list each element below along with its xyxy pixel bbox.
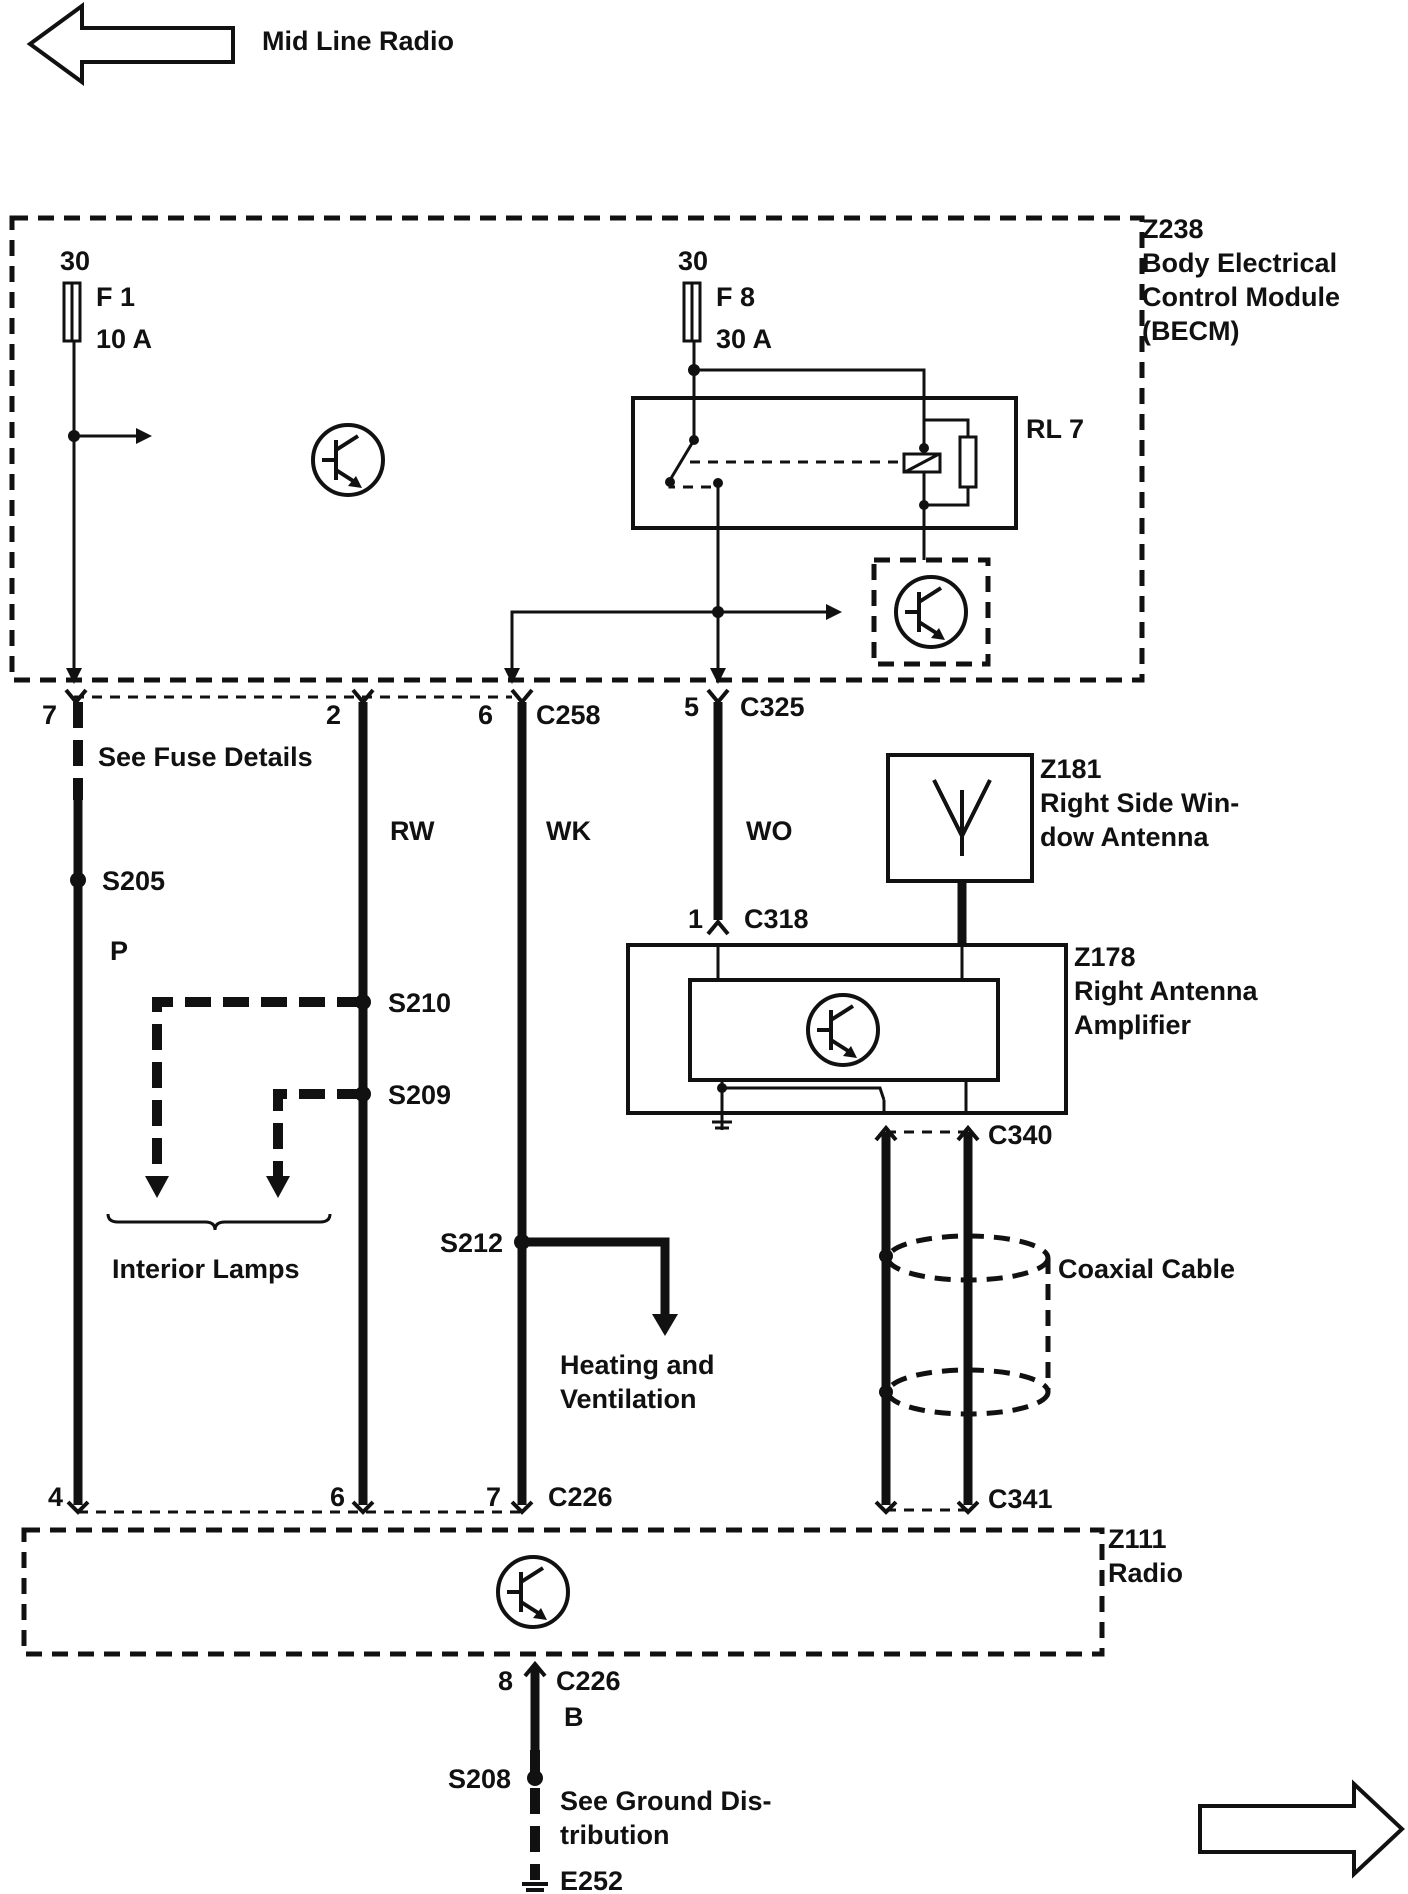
splice-s208: S208 [448, 1764, 511, 1794]
radio-pin-4: 4 [48, 1482, 63, 1512]
fuse-f1-terminal: 30 [60, 246, 90, 276]
fuse-f8-name: F 8 [716, 282, 755, 312]
page-title: Mid Line Radio [262, 26, 454, 56]
amp-pin-1: 1 [688, 904, 703, 934]
ground-icon [712, 1113, 732, 1130]
relay-rl7-box [631, 396, 1018, 530]
antenna-id: Z181 [1040, 754, 1102, 784]
next-page-arrow[interactable] [1198, 1779, 1405, 1879]
heating-label-line1: Heating and [560, 1350, 715, 1380]
connector-c341: C341 [988, 1484, 1053, 1514]
fuse-f1-name: F 1 [96, 282, 135, 312]
becm-pin-2: 2 [326, 700, 341, 730]
relay-rl7-label: RL 7 [1026, 414, 1084, 444]
previous-page-arrow[interactable] [26, 2, 235, 86]
heating-label-line2: Ventilation [560, 1384, 697, 1414]
amplifier-name-line2: Amplifier [1074, 1010, 1192, 1040]
antenna-name-line2: dow Antenna [1040, 822, 1209, 852]
radio-pin-6: 6 [330, 1482, 345, 1512]
wire-color-b: B [564, 1702, 584, 1732]
arrow-down-icon [145, 1176, 169, 1198]
interior-lamps-label: Interior Lamps [112, 1254, 300, 1284]
splice-s212: S212 [440, 1228, 503, 1258]
connector-c340: C340 [988, 1120, 1053, 1150]
arrow-down-icon [652, 1314, 678, 1336]
fuse-details-note: See Fuse Details [98, 742, 313, 772]
becm-pin-7: 7 [42, 700, 57, 730]
radio-pin-8: 8 [498, 1666, 513, 1696]
connector-c258: C258 [536, 700, 601, 730]
arrow-right-icon [136, 428, 152, 444]
splice-s209: S209 [388, 1080, 451, 1110]
arrow-down-icon [266, 1176, 290, 1198]
amplifier-z178-box [626, 943, 1068, 1115]
wire-color-rw: RW [390, 816, 435, 846]
ground-note-line2: tribution [560, 1820, 669, 1850]
radio-pin-7: 7 [486, 1482, 501, 1512]
wire-color-wo: WO [746, 816, 793, 846]
ground-e252: E252 [560, 1866, 623, 1894]
antenna-name-line1: Right Side Win- [1040, 788, 1239, 818]
coaxial-cable-shield [879, 1233, 1051, 1417]
fuse-f8-terminal: 30 [678, 246, 708, 276]
splice-s205: S205 [102, 866, 165, 896]
radio-name: Radio [1108, 1558, 1183, 1588]
ground-note-line1: See Ground Dis- [560, 1786, 772, 1816]
becm-name-line3: (BECM) [1142, 316, 1239, 346]
becm-id: Z238 [1142, 214, 1204, 244]
relay-driver-transistor-icon [894, 575, 968, 649]
fuse-f1-rating: 10 A [96, 324, 152, 354]
ground-e252-icon [522, 1882, 548, 1892]
splice-s210: S210 [388, 988, 451, 1018]
fuse-f8-rating: 30 A [716, 324, 772, 354]
arrow-right-icon [826, 604, 842, 620]
radio-z111-box [21, 1527, 1105, 1657]
connector-c318: C318 [744, 904, 809, 934]
connector-c325: C325 [740, 692, 805, 722]
wire-color-wk: WK [546, 816, 591, 846]
amplifier-id: Z178 [1074, 942, 1136, 972]
antenna-icon [932, 779, 992, 856]
amplifier-transistor-icon [806, 993, 880, 1067]
connector-c226-bottom: C226 [556, 1666, 621, 1696]
connector-c226-top: C226 [548, 1482, 613, 1512]
radio-transistor-icon [496, 1555, 570, 1629]
radio-id: Z111 [1108, 1524, 1167, 1554]
becm-control-circuit-icon [311, 423, 385, 497]
becm-name-line1: Body Electrical [1142, 248, 1337, 278]
relay-driver-box [871, 557, 991, 667]
becm-pin-5: 5 [684, 692, 699, 722]
coaxial-cable-label: Coaxial Cable [1058, 1254, 1235, 1284]
becm-pin-6: 6 [478, 700, 493, 730]
amplifier-name-line1: Right Antenna [1074, 976, 1258, 1006]
becm-module-box [9, 215, 1145, 683]
becm-name-line2: Control Module [1142, 282, 1340, 312]
wire-color-p: P [110, 936, 128, 966]
